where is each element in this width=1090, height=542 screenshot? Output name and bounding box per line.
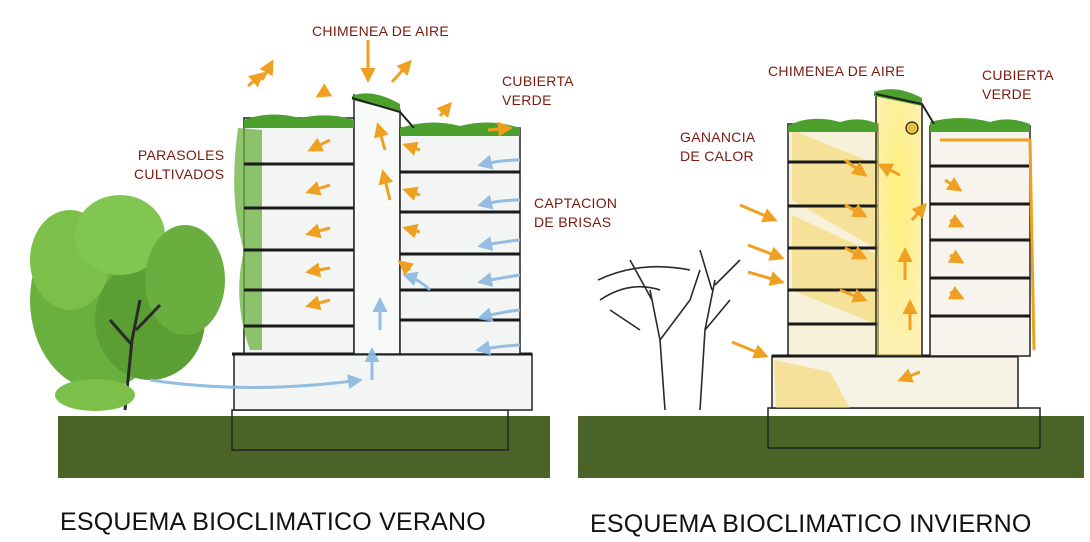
winter-caption: ESQUEMA BIOCLIMATICO INVIERNO	[590, 510, 1032, 538]
summer-roof-label-line1: CUBIERTA	[502, 73, 574, 89]
winter-heat-label: GANANCIA DE CALOR	[680, 128, 756, 166]
winter-heat-label-line1: GANANCIA	[680, 129, 756, 145]
winter-building	[597, 89, 1041, 449]
winter-roof-label: CUBIERTA VERDE	[982, 66, 1054, 104]
summer-warm-arrows	[247, 40, 513, 311]
summer-caption: ESQUEMA BIOCLIMATICO VERANO	[60, 508, 486, 536]
summer-breeze-label-line1: CAPTACION	[534, 195, 618, 211]
winter-trees	[597, 249, 741, 411]
summer-roof-label: CUBIERTA VERDE	[502, 72, 574, 110]
summer-tree	[30, 195, 225, 411]
summer-sunshades-label: PARASOLES CULTIVADOS	[134, 146, 224, 184]
winter-heat-arrows	[731, 158, 965, 383]
ground	[58, 416, 1084, 478]
summer-sunshades-label-line2: CULTIVADOS	[134, 166, 225, 182]
summer-roof-label-line2: VERDE	[502, 92, 552, 108]
winter-chimney-label: CHIMENEA DE AIRE	[768, 63, 906, 79]
summer-breeze-label: CAPTACION DE BRISAS	[534, 194, 617, 232]
summer-cool-breeze-arrows	[149, 154, 521, 390]
summer-building	[30, 93, 533, 451]
summer-chimney-label: CHIMENEA DE AIRE	[312, 23, 450, 39]
summer-breeze-label-line2: DE BRISAS	[534, 214, 612, 230]
winter-heat-label-line2: DE CALOR	[680, 148, 754, 164]
winter-roof-label-line1: CUBIERTA	[982, 67, 1054, 83]
winter-roof-label-line2: VERDE	[982, 86, 1032, 102]
summer-sunshades-label-line1: PARASOLES	[137, 147, 225, 163]
